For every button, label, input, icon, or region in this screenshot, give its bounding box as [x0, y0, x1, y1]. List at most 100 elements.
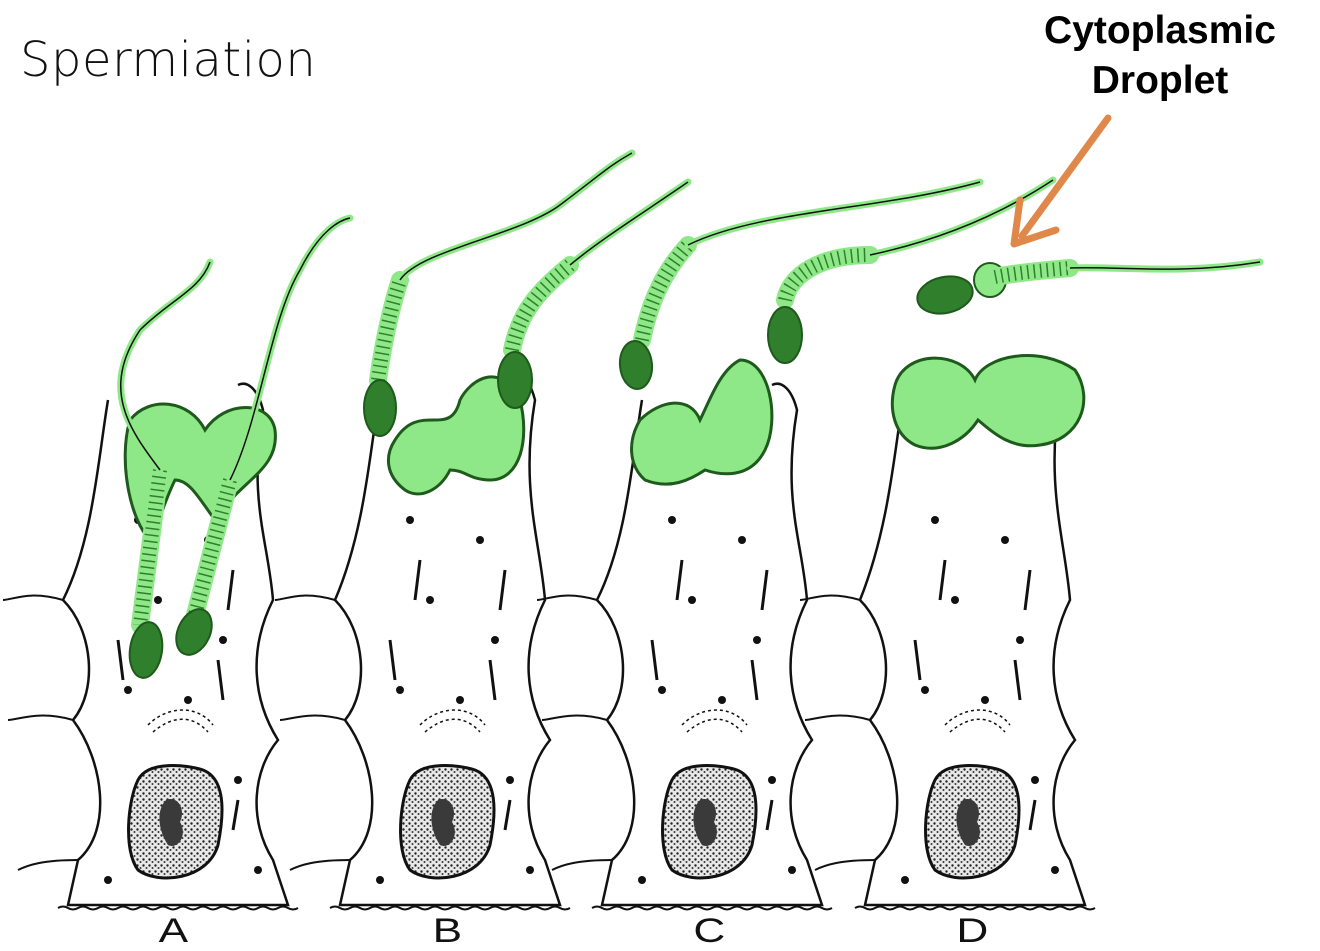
cytoplasm-granule	[931, 516, 939, 524]
mitochondrion	[488, 659, 497, 701]
mitochondrion	[498, 569, 507, 611]
sertoli-cell-outline	[333, 372, 562, 907]
sperm-midpiece	[186, 471, 239, 624]
mitochondrion	[913, 639, 922, 681]
mitochondrion	[216, 659, 225, 701]
cytoplasm-granule	[154, 596, 162, 604]
cytoplasmic-droplet-callout: Cytoplasmic Droplet	[1010, 6, 1310, 106]
cytoplasm-granule	[184, 696, 192, 704]
mitochondrion	[116, 639, 125, 681]
sperm-tail-outline	[229, 217, 351, 481]
sperm-midpiece	[369, 271, 409, 389]
cytoplasm-granule	[951, 596, 959, 604]
panel-label-c: C	[693, 912, 726, 950]
panel-label-b: B	[432, 912, 463, 950]
sperm-head	[916, 275, 974, 315]
sperm-tail-outline	[687, 181, 981, 246]
cytoplasm-granule	[234, 776, 242, 784]
sperm-head	[767, 306, 803, 364]
mitochondrion	[1013, 659, 1022, 701]
callout-line-1: Cytoplasmic	[1044, 9, 1276, 52]
sperm-head	[128, 621, 164, 679]
sperm-tail-outline	[119, 261, 211, 471]
sertoli-cell-panel-c	[536, 382, 833, 911]
mitochondrion	[938, 559, 947, 601]
cytoplasm-granule	[718, 696, 726, 704]
golgi-apparatus	[681, 709, 748, 733]
neighbor-cell-arc	[274, 594, 351, 871]
sperm-midpiece	[986, 259, 1079, 286]
sperm-tail-outline	[1069, 261, 1261, 270]
cytoplasm-granule	[738, 536, 746, 544]
cytoplasm-granule	[753, 636, 761, 644]
sperm-tail-outline	[569, 181, 689, 266]
residual-cytoplasm	[630, 358, 774, 486]
nucleolus	[956, 799, 980, 846]
cytoplasm-granule	[1001, 536, 1009, 544]
cytoplasm-granule	[668, 516, 676, 524]
neighbor-cell-arc	[799, 594, 876, 871]
sperm-head	[618, 340, 654, 390]
nucleolus	[693, 799, 717, 846]
cytoplasm-granule	[426, 596, 434, 604]
cytoplasm-granule	[406, 516, 414, 524]
cytoplasm-granule	[396, 686, 404, 694]
cytoplasm-granule	[1016, 636, 1024, 644]
droplet-arrow	[1018, 114, 1112, 240]
sertoli-cell-outline	[595, 382, 824, 907]
cytoplasm-granule	[476, 536, 484, 544]
cytoplasm-granule	[526, 866, 534, 874]
cytoplasm-granule	[219, 636, 227, 644]
sertoli-cell-outline	[858, 367, 1087, 907]
mitochondrion	[1028, 799, 1037, 831]
cytoplasm-granule	[901, 876, 909, 884]
golgi-apparatus	[419, 709, 486, 733]
mitochondrion	[388, 639, 397, 681]
cytoplasm-granule	[688, 596, 696, 604]
golgi-apparatus	[944, 709, 1011, 733]
sertoli-cell-panel-b	[274, 372, 571, 911]
cytoplasm-granule	[104, 876, 112, 884]
callout-line-2: Droplet	[1091, 59, 1229, 102]
mitochondrion	[226, 569, 235, 611]
sperm-tail	[226, 214, 354, 484]
cytoplasm-granule	[981, 696, 989, 704]
slide-title: Spermiation	[20, 32, 317, 88]
mitochondrion	[1023, 569, 1032, 611]
basement-membrane	[854, 905, 1096, 911]
nucleolus	[431, 799, 455, 846]
mitochondrion	[503, 799, 512, 831]
sperm-tail-outline	[399, 152, 633, 281]
cytoplasm-granule	[788, 866, 796, 874]
cytoplasm-granule	[1031, 776, 1039, 784]
droplet-arrow-head	[1010, 196, 1060, 248]
cytoplasm-granule	[456, 696, 464, 704]
midpiece-rings	[993, 261, 1071, 284]
sperm-head	[363, 379, 397, 437]
cytoplasm-granule	[768, 776, 776, 784]
sperm-midpiece	[503, 256, 579, 359]
cytoplasm-granule	[638, 876, 646, 884]
mitochondrion	[413, 559, 422, 601]
sperm-head	[497, 351, 533, 409]
cytoplasm-granule	[506, 776, 514, 784]
sperm-midpiece	[776, 246, 879, 309]
nucleolus	[159, 799, 183, 846]
sperm-midpiece	[633, 236, 697, 349]
basement-membrane	[591, 905, 833, 911]
cytoplasm-granule	[921, 686, 929, 694]
panel-label-d: D	[956, 912, 989, 950]
sertoli-cell-panel-d	[799, 367, 1096, 911]
midpiece-rings	[133, 469, 167, 626]
neighbor-cell-arc	[2, 594, 79, 871]
cytoplasm-granule	[491, 636, 499, 644]
mitochondrion	[231, 799, 240, 831]
neighbor-cell-arc	[536, 594, 613, 871]
sperm-head	[175, 608, 213, 656]
mitochondrion	[750, 659, 759, 701]
cytoplasm-granule	[254, 866, 262, 874]
basement-membrane	[57, 905, 299, 911]
residual-cytoplasm	[386, 375, 526, 496]
golgi-apparatus	[147, 709, 214, 733]
